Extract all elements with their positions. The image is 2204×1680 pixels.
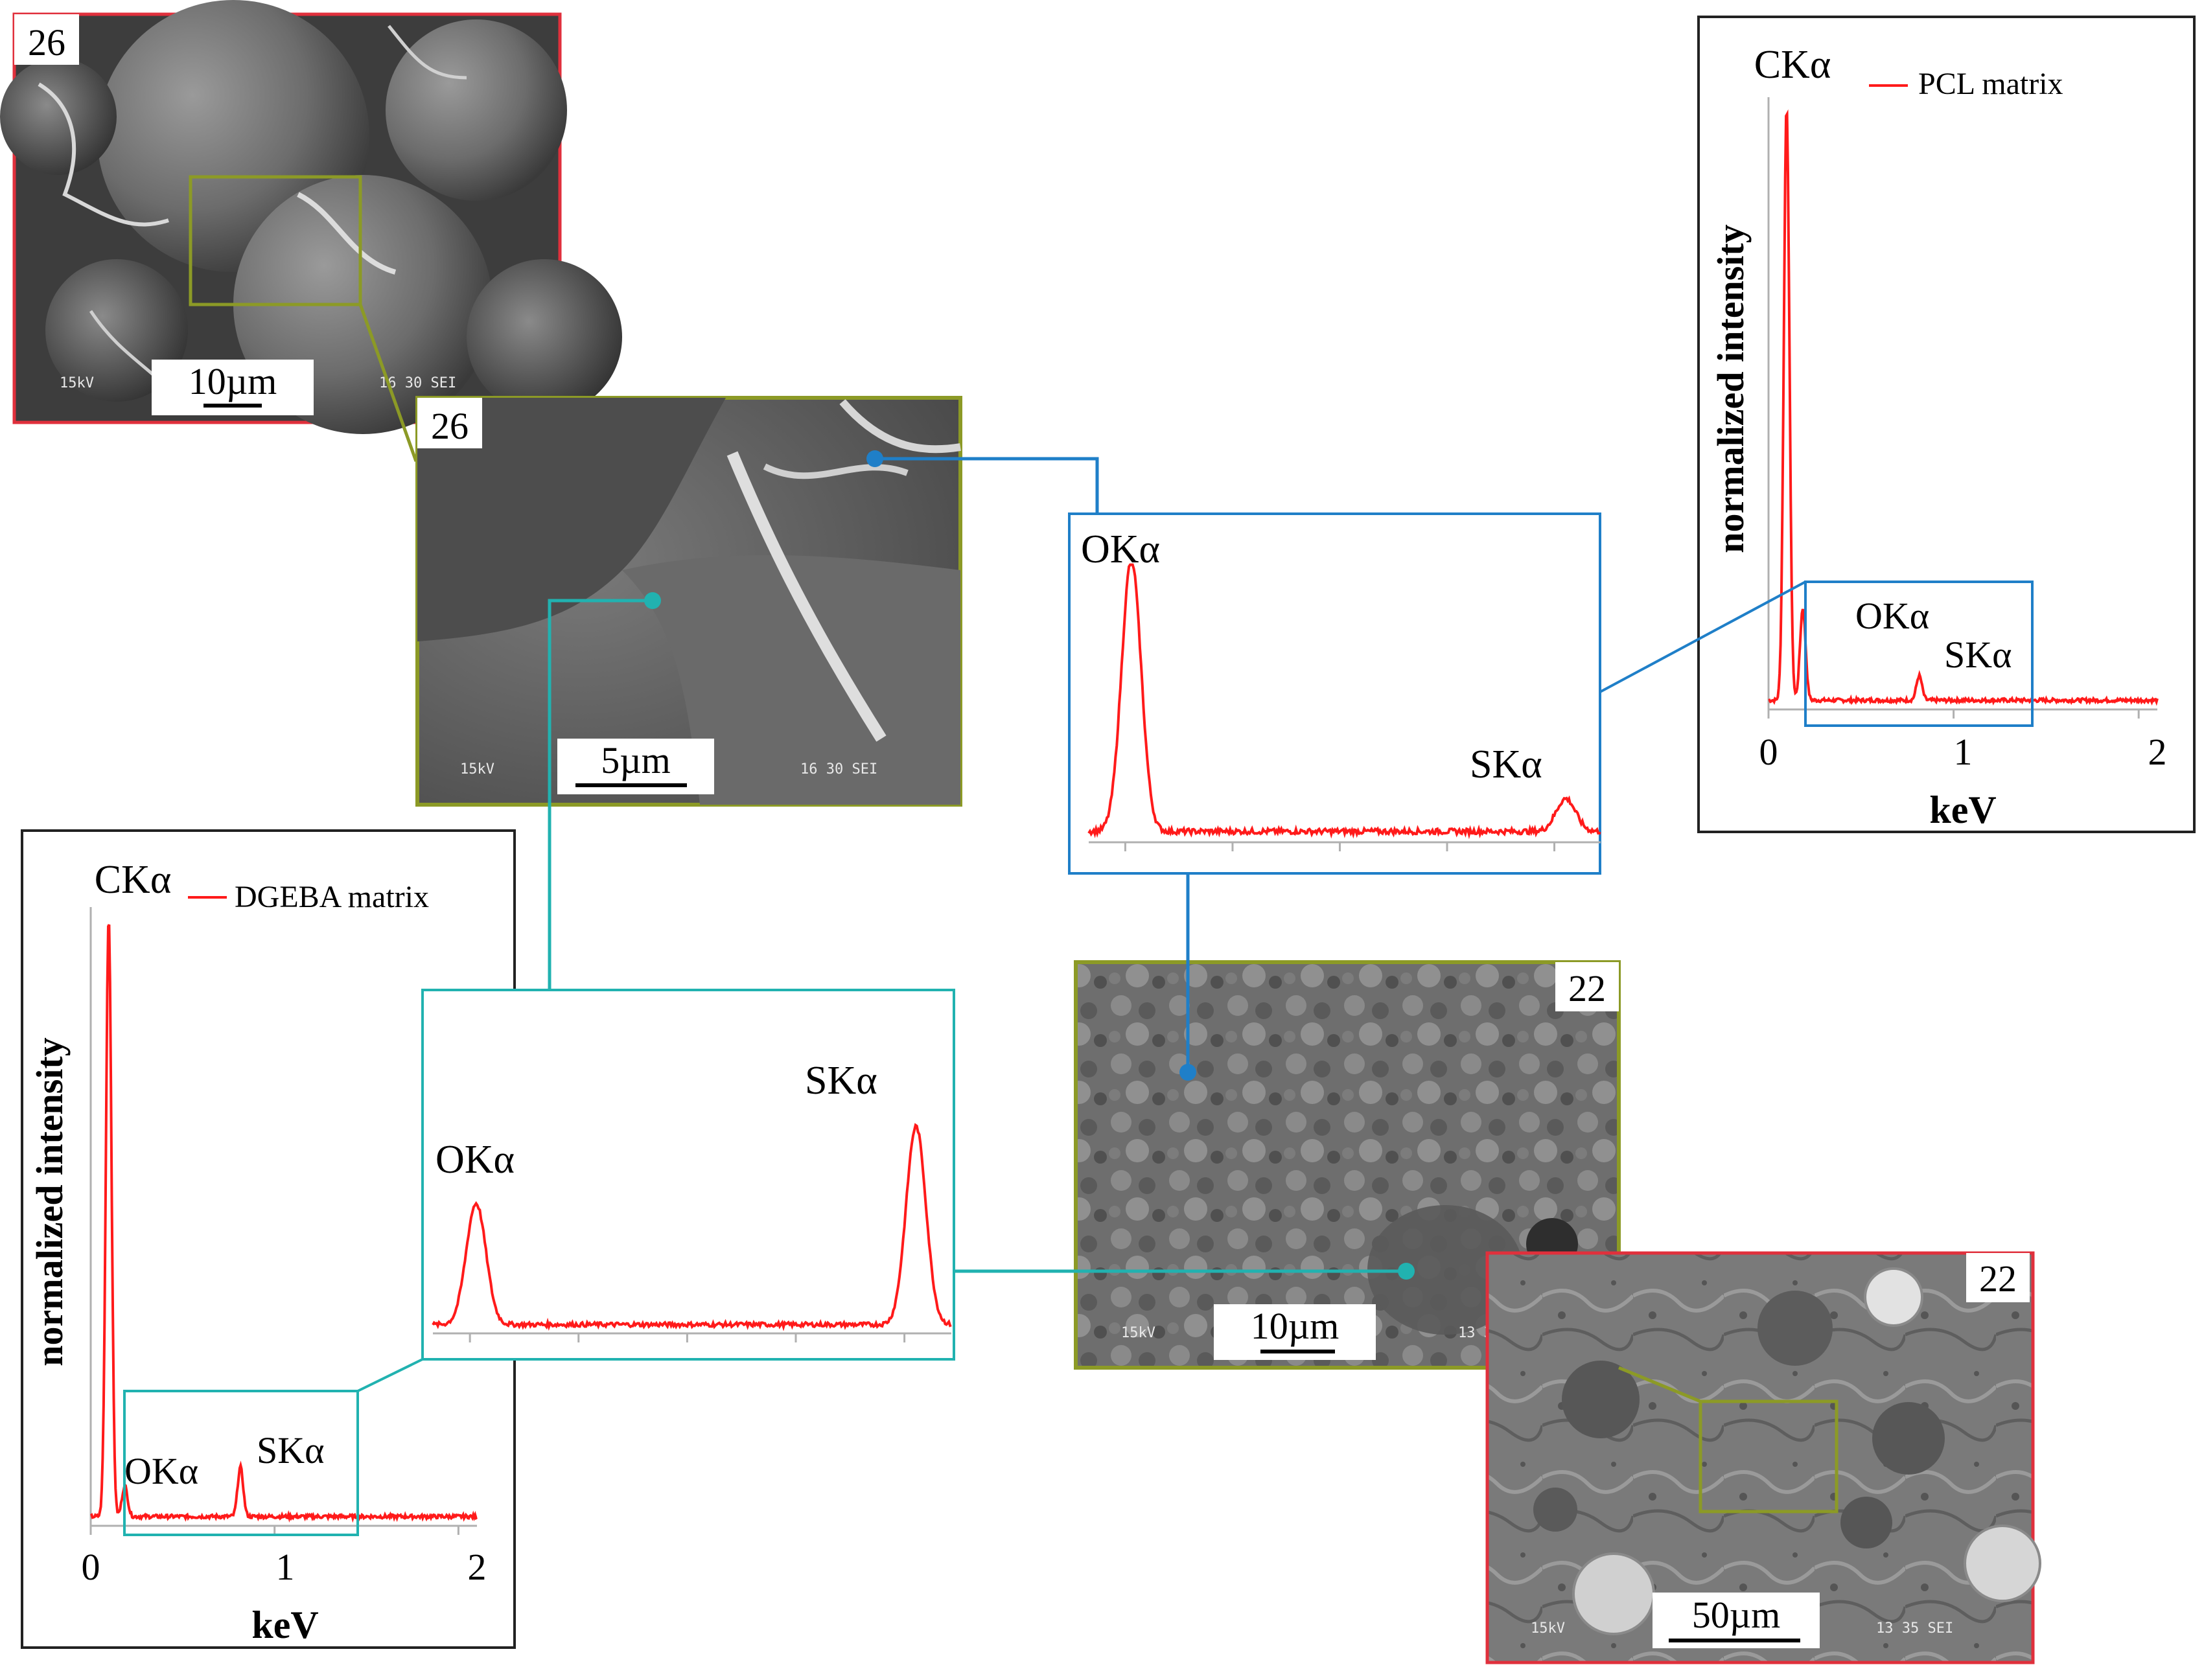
sem-kv: 15kV xyxy=(60,375,94,391)
peak-label-sk: SKα xyxy=(805,1059,877,1103)
chart-pcl xyxy=(1767,97,2159,719)
peak-label-ok: OKα xyxy=(435,1138,515,1182)
sem-kv: 15kV xyxy=(460,761,494,777)
x-tick-2: 2 xyxy=(2148,731,2167,773)
peak-label-ok: OKα xyxy=(1855,595,1929,637)
sample-number: 22 xyxy=(1568,967,1606,1009)
chart-dgeba xyxy=(89,907,478,1535)
x-axis-label: keV xyxy=(251,1604,318,1646)
pointer-teal-top xyxy=(548,592,661,990)
sem-image-bottom-right: 22 50µm 15kV 13 35 SEI xyxy=(1485,1251,2041,1664)
zoom-region-box xyxy=(1804,581,2034,727)
scale-bar-label: 50µm xyxy=(1692,1594,1781,1636)
spectrum-line xyxy=(1768,109,2159,706)
sample-number: 26 xyxy=(431,405,469,447)
zoom-connector xyxy=(1618,1366,1701,1403)
legend-label: DGEBA matrix xyxy=(235,880,429,914)
sem-image-top-left: 26 10µm 15kV 16 30 SEI xyxy=(0,0,622,434)
spectrum-line xyxy=(1087,563,1601,840)
sample-label-box xyxy=(1966,1253,2030,1302)
sem-info: 16 30 SEI xyxy=(800,761,877,777)
sample-number: 22 xyxy=(1979,1258,2017,1300)
sample-label-box xyxy=(14,14,79,65)
x-tick-2: 2 xyxy=(468,1546,487,1588)
legend-label: PCL matrix xyxy=(1918,67,2063,101)
peak-label-sk: SKα xyxy=(257,1429,325,1471)
chart-dgeba-zoom xyxy=(432,1123,952,1342)
scale-bar-label: 10µm xyxy=(1251,1305,1340,1347)
sample-label-box xyxy=(1555,962,1619,1011)
peak-label-ck: CKα xyxy=(1754,43,1831,87)
sample-label-box xyxy=(417,398,482,448)
scale-bar-label: 5µm xyxy=(601,739,671,781)
zoom-region-box xyxy=(1699,1399,1839,1513)
x-axis-label: keV xyxy=(1929,788,1996,831)
peak-label-ok: OKα xyxy=(1081,527,1160,571)
x-tick-1: 1 xyxy=(1954,731,1973,773)
peak-label-ok: OKα xyxy=(124,1450,198,1492)
sem-info: 16 30 SEI xyxy=(379,375,456,391)
zoom-connector xyxy=(358,304,418,462)
sem-image-middle: 26 5µm 15kV 16 30 SEI xyxy=(415,396,962,807)
spectrum-zoom-dgeba: OKα SKα xyxy=(421,989,955,1361)
y-axis-label: normalized intensity xyxy=(1710,224,1752,553)
peak-label-sk: SKα xyxy=(1470,742,1542,787)
sample-number: 26 xyxy=(28,21,65,63)
pointer-blue-top xyxy=(866,450,1099,514)
zoom-region-box xyxy=(123,1390,359,1536)
x-tick-1: 1 xyxy=(276,1546,295,1588)
sem-info: 13 35 SEI xyxy=(1876,1620,1953,1637)
x-tick-0: 0 xyxy=(82,1546,100,1588)
sem-kv: 15kV xyxy=(1121,1325,1155,1341)
peak-label-ck: CKα xyxy=(95,858,172,902)
zoom-region-box xyxy=(189,175,362,306)
zoom-connector xyxy=(357,1358,423,1392)
pointer-teal-bottom xyxy=(954,1263,1415,1280)
scale-bar-label: 10µm xyxy=(189,360,277,402)
sem-kv: 15kV xyxy=(1531,1620,1565,1637)
zoom-connector xyxy=(1599,581,1806,693)
spectrum-zoom-pcl: OKα SKα xyxy=(1068,512,1601,875)
chart-pcl-zoom xyxy=(1087,563,1601,851)
spectrum-line xyxy=(90,924,478,1523)
spectrum-line xyxy=(432,1123,952,1331)
peak-label-sk: SKα xyxy=(1944,634,2012,676)
spectrum-panel-pcl: CKα PCL matrix OKα SKα normalized intens… xyxy=(1697,16,2196,833)
y-axis-label: normalized intensity xyxy=(29,1037,71,1366)
pointer-blue-bottom xyxy=(1179,873,1196,1081)
x-tick-0: 0 xyxy=(1759,731,1778,773)
